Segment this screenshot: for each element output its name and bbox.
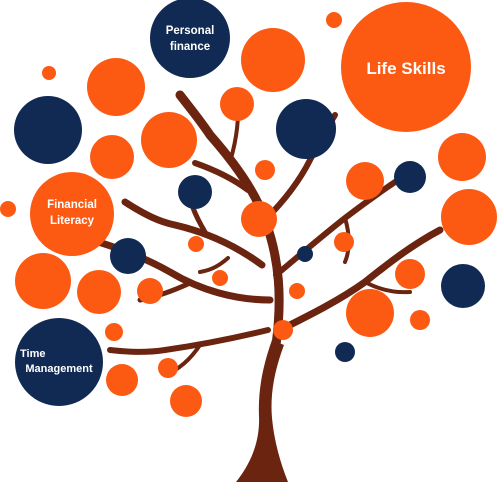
leaf-circle [273,320,293,340]
leaf-circle [15,253,71,309]
leaf-circle [334,232,354,252]
leaf-circle [0,201,16,217]
leaf-circles [0,0,497,417]
leaf-circle [77,270,121,314]
leaf-circle-time-management [15,318,103,406]
leaf-circle [335,342,355,362]
leaf-circle [438,133,486,181]
leaf-circle [141,112,197,168]
leaf-circle-life-skills [341,2,471,132]
leaf-circle-personal-finance [150,0,230,78]
leaf-circle [178,175,212,209]
branch-right-twig-2 [363,280,412,295]
leaf-circle [255,160,275,180]
branch-main-upper [175,90,284,350]
leaf-circle [395,259,425,289]
leaf-circle [410,310,430,330]
branch-right-mid [273,177,401,278]
branch-left-inner [198,256,230,274]
branch-mid-left [121,198,266,269]
leaf-circle [137,278,163,304]
leaf-circle [297,246,313,262]
branch-lowest-left [107,327,271,355]
leaf-circle [87,58,145,116]
leaf-circle [105,323,123,341]
leaf-circle [346,289,394,337]
leaf-circle [14,96,82,164]
leaf-circle [220,87,254,121]
branch-upper-left [192,160,251,193]
tree-trunk [236,340,288,482]
leaf-circle [289,283,305,299]
leaf-circle [106,364,138,396]
leaf-circle [42,66,56,80]
leaf-circle [241,201,277,237]
leaf-circle [276,99,336,159]
branch-low-left [71,231,274,304]
leaf-circle [346,162,384,200]
leaf-circle [110,238,146,274]
leaf-circle [394,161,426,193]
leaf-circle [170,385,202,417]
leaf-circle [326,12,342,28]
leaf-circle [441,264,485,308]
leaf-circle [90,135,134,179]
leaf-circle-financial-literacy [30,172,114,256]
leaf-circle [212,270,228,286]
leaf-circle [441,189,497,245]
leaf-circle [241,28,305,92]
leaf-circle [188,236,204,252]
leaf-circle [158,358,178,378]
